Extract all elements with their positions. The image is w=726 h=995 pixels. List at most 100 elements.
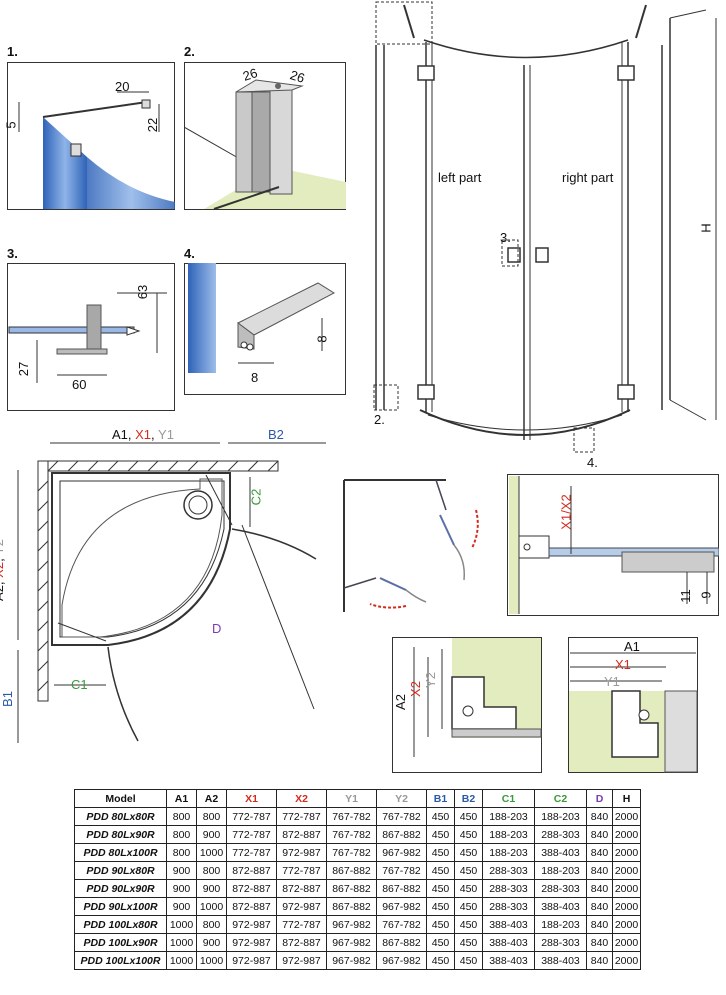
value-cell: 900 — [166, 861, 197, 880]
value-cell: 1000 — [166, 933, 197, 952]
callout-3: 3. — [500, 230, 511, 245]
value-cell: 1000 — [166, 951, 197, 970]
value-cell: 450 — [454, 933, 483, 952]
table-header: X2 — [276, 789, 327, 808]
elevation-drawing — [373, 1, 717, 453]
value-cell: 772-787 — [276, 915, 327, 934]
detail-1-number: 1. — [7, 44, 18, 59]
plan-x1: X1 — [135, 427, 152, 442]
value-cell: 450 — [454, 879, 483, 898]
value-cell: 188-203 — [534, 861, 587, 880]
detail-3-number: 3. — [7, 246, 18, 261]
detail-x2-label: X2 — [407, 681, 423, 697]
value-cell: 867-882 — [326, 861, 377, 880]
detail-x1x2-label: X1/X2 — [558, 494, 574, 530]
value-cell: 767-782 — [376, 861, 427, 880]
value-cell: 867-882 — [326, 879, 377, 898]
value-cell: 967-982 — [376, 951, 427, 970]
detail-a1-label: A1 — [624, 639, 640, 654]
value-cell: 2000 — [612, 915, 641, 934]
value-cell: 840 — [586, 843, 613, 862]
value-cell: 967-982 — [326, 951, 377, 970]
value-cell: 2000 — [612, 951, 641, 970]
value-cell: 388-403 — [482, 951, 535, 970]
table-header: D — [586, 789, 613, 808]
right-part-label: right part — [562, 170, 614, 185]
value-cell: 188-203 — [534, 807, 587, 826]
detail-x1-label: X1 — [615, 657, 631, 672]
detail-1-panel — [7, 62, 175, 210]
detail-x-dim-9: 9 — [698, 591, 714, 599]
plan-x2: X2 — [0, 561, 6, 578]
value-cell: 450 — [454, 843, 483, 862]
value-cell: 1000 — [166, 915, 197, 934]
value-cell: 450 — [454, 897, 483, 916]
value-cell: 840 — [586, 861, 613, 880]
value-cell: 872-887 — [276, 933, 327, 952]
value-cell: 388-403 — [482, 915, 535, 934]
value-cell: 967-982 — [326, 915, 377, 934]
value-cell: 972-987 — [276, 897, 327, 916]
value-cell: 840 — [586, 879, 613, 898]
detail-1-dim-gap: 5 — [3, 121, 19, 129]
value-cell: 772-787 — [276, 861, 327, 880]
value-cell: 2000 — [612, 861, 641, 880]
plan-c1: C1 — [71, 677, 88, 692]
value-cell: 872-887 — [226, 879, 277, 898]
table-header: X1 — [226, 789, 277, 808]
value-cell: 288-303 — [534, 879, 587, 898]
model-cell: PDD 80Lx80R — [74, 807, 167, 826]
detail-2-panel — [184, 62, 346, 210]
detail-x-panel — [507, 474, 719, 616]
value-cell: 767-782 — [376, 915, 427, 934]
value-cell: 872-887 — [276, 879, 327, 898]
plan-y1: Y1 — [158, 427, 174, 442]
detail-a1-panel — [568, 637, 698, 773]
value-cell: 767-782 — [326, 807, 377, 826]
value-cell: 972-987 — [226, 951, 277, 970]
value-cell: 972-987 — [276, 843, 327, 862]
value-cell: 867-882 — [376, 933, 427, 952]
callout-2: 2. — [374, 412, 385, 427]
value-cell: 840 — [586, 807, 613, 826]
value-cell: 288-303 — [482, 897, 535, 916]
value-cell: 767-782 — [376, 807, 427, 826]
table-header: B2 — [454, 789, 483, 808]
value-cell: 900 — [166, 879, 197, 898]
value-cell: 772-787 — [226, 825, 277, 844]
detail-y1-label: Y1 — [604, 674, 620, 689]
detail-3-dim-gap: 27 — [16, 361, 32, 377]
table-header: A1 — [166, 789, 197, 808]
detail-3-panel — [7, 263, 175, 411]
left-part-label: left part — [438, 170, 482, 185]
value-cell: 800 — [196, 807, 227, 826]
value-cell: 388-403 — [534, 843, 587, 862]
value-cell: 900 — [196, 933, 227, 952]
value-cell: 288-303 — [482, 879, 535, 898]
table-header: Model — [74, 789, 167, 808]
detail-1-dim-width: 20 — [115, 79, 130, 94]
plan-drawing — [17, 442, 326, 743]
detail-4-dim-height: 8 — [314, 335, 330, 343]
value-cell: 872-887 — [226, 897, 277, 916]
callout-4: 4. — [587, 455, 598, 470]
value-cell: 2000 — [612, 825, 641, 844]
value-cell: 900 — [196, 825, 227, 844]
value-cell: 867-882 — [326, 897, 377, 916]
value-cell: 772-787 — [226, 807, 277, 826]
value-cell: 450 — [426, 915, 455, 934]
table-header: H — [612, 789, 641, 808]
plan-c2: C2 — [248, 488, 264, 506]
value-cell: 288-303 — [482, 861, 535, 880]
value-cell: 450 — [454, 915, 483, 934]
value-cell: 450 — [426, 843, 455, 862]
value-cell: 450 — [426, 951, 455, 970]
table-header: Y2 — [376, 789, 427, 808]
value-cell: 2000 — [612, 897, 641, 916]
value-cell: 840 — [586, 897, 613, 916]
value-cell: 450 — [454, 825, 483, 844]
door-opening-sketch — [343, 479, 479, 612]
model-cell: PDD 100Lx100R — [74, 951, 167, 970]
